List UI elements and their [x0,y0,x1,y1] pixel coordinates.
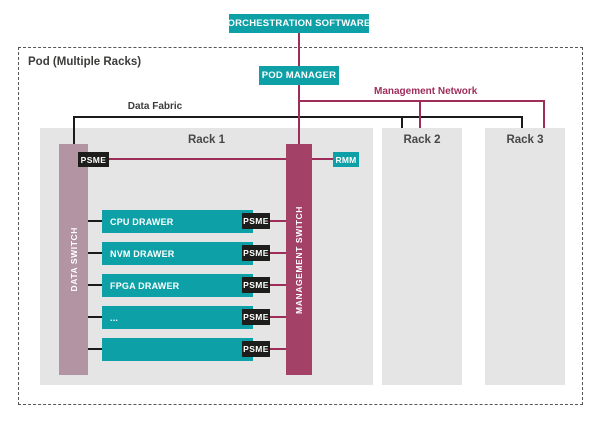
fabric-link-drawer3 [86,284,102,286]
orchestration-software-box: ORCHESTRATION SOFTWARE [227,14,370,33]
fabric-link-drawer2 [86,252,102,254]
data-fabric-drop-rack3 [521,116,523,128]
data-fabric-label: Data Fabric [127,101,183,112]
psme-chip-drawer1: PSME [242,213,270,229]
psme-chip-drawer3: PSME [242,277,270,293]
psme-chip-drawer4: PSME [242,309,270,325]
podmanager-to-switch-line [298,85,300,148]
switch-to-rmm-line [312,158,333,160]
management-drop-rack3 [543,100,545,128]
mgmt-link-drawer1 [268,220,286,222]
psme-to-switch-line [109,158,286,160]
management-switch-bar: MANAGEMENT SWITCH [286,144,312,375]
drawer-blank [102,338,253,361]
fabric-link-drawer1 [86,220,102,222]
pod-label: Pod (Multiple Racks) [28,56,142,68]
data-fabric-drop-rack2 [401,116,403,128]
fabric-link-drawer5 [86,348,102,350]
psme-chip-drawer2: PSME [242,245,270,261]
mgmt-link-drawer4 [268,316,286,318]
management-network-label: Management Network [374,86,478,97]
rack3-box [485,128,565,385]
psme-chip-drawer5: PSME [242,341,270,357]
rmm-box: RMM [333,152,359,167]
management-network-horizontal-line [298,100,545,102]
management-switch-label: MANAGEMENT SWITCH [294,205,304,314]
drawer-nvm: NVM DRAWER [102,242,253,265]
fabric-link-drawer4 [86,316,102,318]
rack1-label: Rack 1 [187,134,226,146]
drawer-fpga: FPGA DRAWER [102,274,253,297]
pod-manager-box: POD MANAGER [259,66,339,85]
data-fabric-drop-rack1 [73,116,75,150]
rack3-label: Rack 3 [506,134,544,146]
management-drop-rack2 [419,100,421,128]
drawer-ellipsis: ... [102,306,253,329]
mgmt-link-drawer2 [268,252,286,254]
pod-boundary-dashed-box [18,47,583,405]
rack2-label: Rack 2 [403,134,441,146]
data-switch-label: DATA SWITCH [68,227,79,292]
data-switch-bar: DATA SWITCH [59,144,88,375]
rack2-box [382,128,462,385]
orch-to-podmanager-line [298,33,300,66]
psme-chip-rack: PSME [78,152,109,167]
mgmt-link-drawer5 [268,348,286,350]
drawer-cpu: CPU DRAWER [102,210,253,233]
mgmt-link-drawer3 [268,284,286,286]
